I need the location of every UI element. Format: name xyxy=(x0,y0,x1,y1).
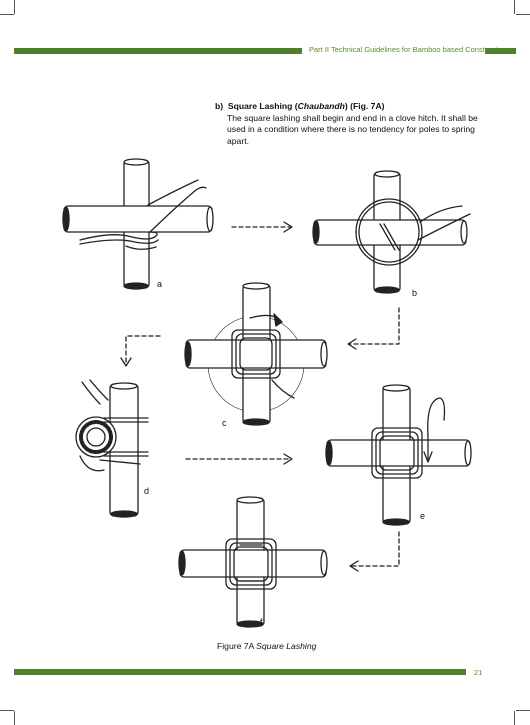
step-b-drawing xyxy=(312,170,471,294)
crop-mark xyxy=(516,710,530,711)
step-a-drawing xyxy=(62,158,214,290)
header-rule-end xyxy=(485,48,516,54)
section-title-italic: Chaubandh xyxy=(297,101,345,111)
crop-mark xyxy=(514,0,515,14)
figure-caption: Figure 7A Square Lashing xyxy=(217,641,316,651)
step-label-d: d xyxy=(144,486,150,496)
page-number: 21 xyxy=(474,668,483,677)
header-rule xyxy=(14,48,302,54)
crop-mark xyxy=(14,711,15,725)
step-label-e: e xyxy=(420,511,426,521)
section-heading: b) Square Lashing (Chaubandh) (Fig. 7A) xyxy=(215,101,485,113)
section-marker: b) xyxy=(215,101,224,111)
crop-mark xyxy=(14,0,15,14)
crop-mark xyxy=(516,14,530,15)
step-d-drawing xyxy=(75,379,149,518)
section-body: The square lashing shall begin and end i… xyxy=(227,112,478,146)
step-f-drawing xyxy=(178,496,328,628)
section-title: Square Lashing ( xyxy=(227,101,298,111)
step-label-b: b xyxy=(412,288,418,298)
running-title: Part II Technical Guidelines for Bamboo … xyxy=(309,45,508,54)
step-c-drawing xyxy=(184,282,328,426)
caption-title: Square Lashing xyxy=(256,641,317,651)
step-label-c: c xyxy=(222,418,227,428)
step-label-a: a xyxy=(157,279,163,289)
crop-mark xyxy=(514,711,515,725)
step-label-f: f xyxy=(260,617,263,627)
section-title-end: ) (Fig. 7A) xyxy=(344,101,385,111)
caption-prefix: Figure 7A xyxy=(217,641,257,651)
crop-mark xyxy=(0,710,14,711)
footer-rule xyxy=(14,669,466,675)
section-block: b) Square Lashing (Chaubandh) (Fig. 7A) … xyxy=(215,101,485,147)
step-e-drawing xyxy=(325,384,472,526)
crop-mark xyxy=(0,14,14,15)
